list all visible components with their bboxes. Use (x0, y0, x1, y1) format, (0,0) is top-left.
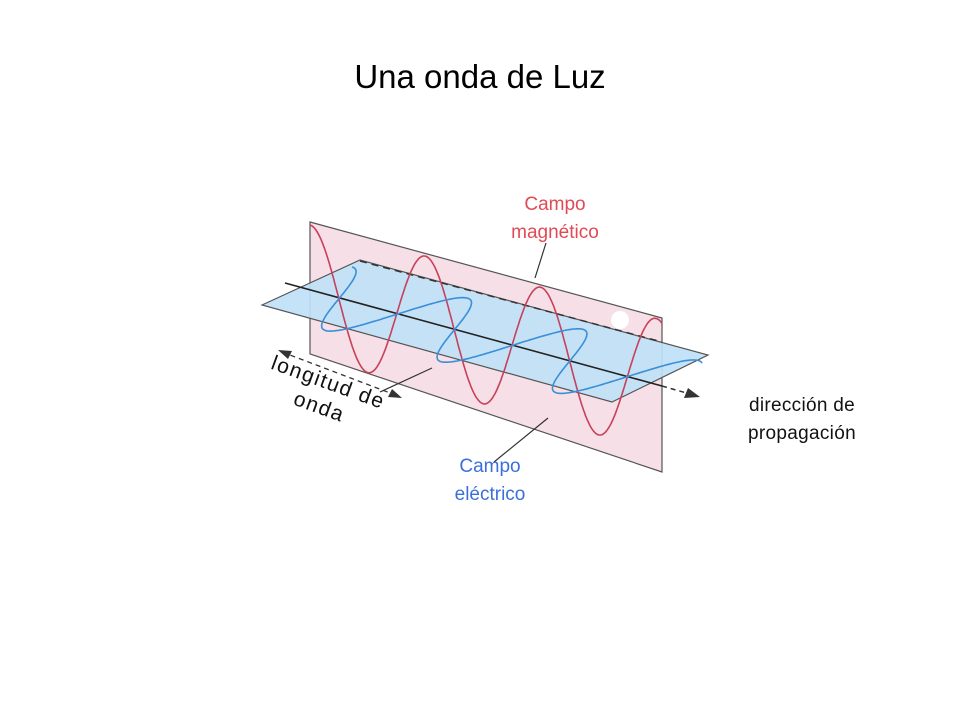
highlight-dot (611, 311, 629, 329)
electric-label-line-2: eléctrico (454, 483, 526, 505)
electric-leader-line (493, 417, 549, 463)
slide-title: Una onda de Luz (354, 58, 606, 95)
magnetic-wave-curve (309, 224, 663, 436)
propagation-axis (284, 282, 663, 387)
magnetic-label-line-2: magnético (511, 221, 599, 243)
wavelength-arrow-line (281, 351, 399, 397)
wavelength-arrowhead-right (388, 389, 402, 398)
electric-wave-curve (320, 266, 703, 395)
magnetic-leader-line (534, 242, 547, 279)
wavelength-leader-line (379, 367, 433, 393)
propagation-direction-label: dirección de propagación (730, 392, 874, 447)
direction-label-line-1: dirección de (748, 395, 856, 416)
magnetic-label-line-1: Campo (524, 194, 586, 215)
direction-arrow-line (661, 385, 691, 395)
wavelength-arrowhead-left (278, 350, 292, 359)
direction-arrowhead (684, 388, 700, 398)
direction-label-line-2: propagación (748, 422, 856, 444)
electric-field-plane (260, 259, 710, 403)
magnetic-field-label: Campo magnético (490, 191, 620, 246)
electric-field-label: Campo eléctrico (432, 453, 548, 508)
electric-label-line-1: Campo (459, 456, 521, 477)
